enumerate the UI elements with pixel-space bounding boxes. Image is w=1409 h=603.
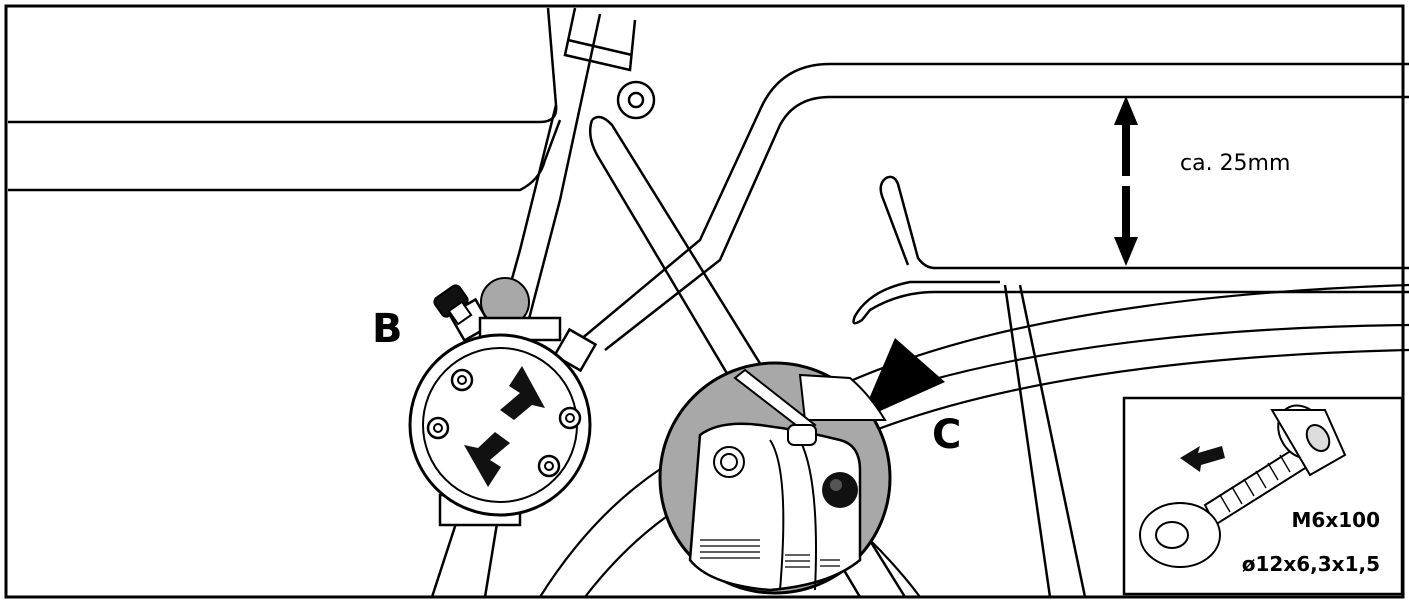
label-c: C (932, 412, 961, 458)
diagram-frame (4, 4, 1405, 599)
screwdriver-icon (733, 368, 817, 446)
clearance-arrow[interactable] (1114, 96, 1138, 266)
bolt-spec-label: M6x100 (1292, 508, 1380, 532)
clamp-b[interactable] (408, 277, 598, 527)
label-b: B (372, 306, 403, 352)
removal-arrow-icon (1180, 446, 1225, 472)
screw-head-icon (822, 472, 858, 508)
frame-tubes (8, 7, 637, 598)
bolt-icon (1203, 404, 1347, 527)
rack-strut (1003, 284, 1087, 598)
detail-magnifier-c (658, 338, 945, 595)
adjust-arrow-icon (464, 366, 545, 487)
seat-stay (589, 115, 907, 598)
washer-icon (1139, 502, 1221, 568)
clamp-knob[interactable] (432, 283, 473, 326)
clearance-label: ca. 25mm (1180, 151, 1290, 176)
rack-rails (579, 62, 1409, 351)
frame-eyelet (616, 80, 656, 120)
washer-spec-label: ø12x6,3x1,5 (1242, 552, 1380, 576)
bolt-inset: M6x100 ø12x6,3x1,5 (1122, 396, 1404, 596)
